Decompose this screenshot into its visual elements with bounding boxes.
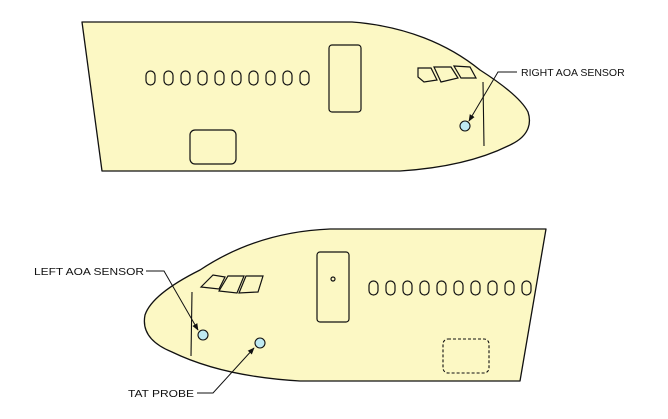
cockpit-window: [417, 67, 438, 83]
passenger-window: [521, 280, 532, 296]
passenger-window: [419, 280, 430, 296]
cockpit-window: [452, 65, 478, 79]
left-aoa-sensor: [197, 329, 209, 341]
left-aoa-sensor-label: LEFT AOA SENSOR: [34, 266, 144, 278]
passenger-window: [214, 70, 225, 86]
cockpit-window: [218, 275, 245, 294]
passenger-window: [385, 280, 396, 296]
right-aoa-sensor-label: RIGHT AOA SENSOR: [521, 67, 625, 79]
passenger-window: [402, 280, 413, 296]
cockpit-window: [238, 275, 264, 294]
passenger-window: [282, 70, 293, 86]
passenger-window: [145, 70, 156, 86]
passenger-window: [163, 70, 174, 86]
passenger-window: [487, 280, 498, 296]
tat-probe-leader: [197, 347, 255, 394]
forward-entry-door: [316, 251, 350, 323]
tat-probe-label: TAT PROBE: [128, 388, 194, 400]
radome-joint-line: [190, 291, 193, 357]
right-cockpit-windows: [417, 65, 478, 83]
cockpit-window: [433, 66, 459, 83]
left-passenger-windows: [368, 280, 532, 296]
left-side-fuselage-view: LEFT AOA SENSOR TAT PROBE: [34, 228, 547, 400]
forward-cargo-door-hidden: [442, 338, 490, 374]
door-handle: [330, 276, 336, 282]
passenger-window: [470, 280, 481, 296]
right-aoa-sensor: [459, 120, 471, 132]
passenger-window: [265, 70, 276, 86]
passenger-window: [248, 70, 259, 86]
right-passenger-windows: [145, 70, 310, 86]
passenger-window: [436, 280, 447, 296]
right-side-fuselage-outline: [81, 21, 531, 172]
forward-cargo-door: [189, 129, 237, 165]
passenger-window: [453, 280, 464, 296]
left-aoa-sensor-leader: [146, 270, 199, 331]
passenger-window: [299, 70, 310, 86]
right-side-fuselage-view: RIGHT AOA SENSOR: [81, 21, 625, 172]
forward-entry-door: [328, 44, 362, 113]
passenger-window: [368, 280, 379, 296]
passenger-window: [231, 70, 242, 86]
passenger-window: [180, 70, 191, 86]
left-cockpit-windows: [199, 274, 264, 294]
passenger-window: [197, 70, 208, 86]
tat-probe: [254, 337, 266, 349]
radome-joint-line: [482, 81, 485, 147]
right-aoa-sensor-leader: [468, 71, 517, 122]
passenger-window: [504, 280, 515, 296]
cockpit-window: [199, 274, 226, 290]
